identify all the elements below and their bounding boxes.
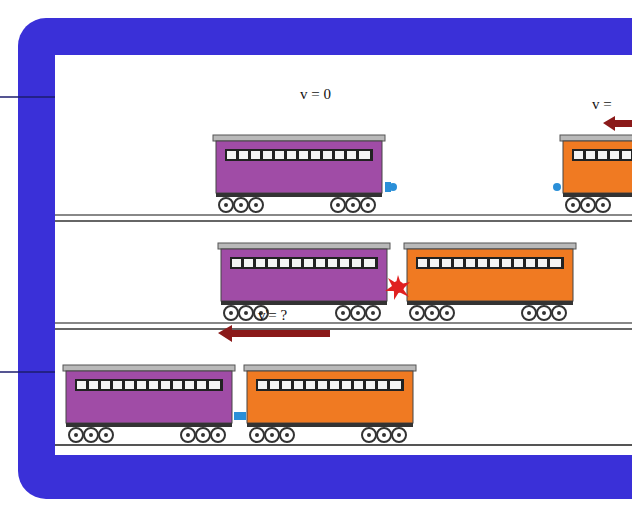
velocity-label: v =: [592, 96, 612, 113]
velocity-label: v'= ?: [258, 307, 287, 324]
velocity-label: v = 0: [300, 86, 331, 103]
